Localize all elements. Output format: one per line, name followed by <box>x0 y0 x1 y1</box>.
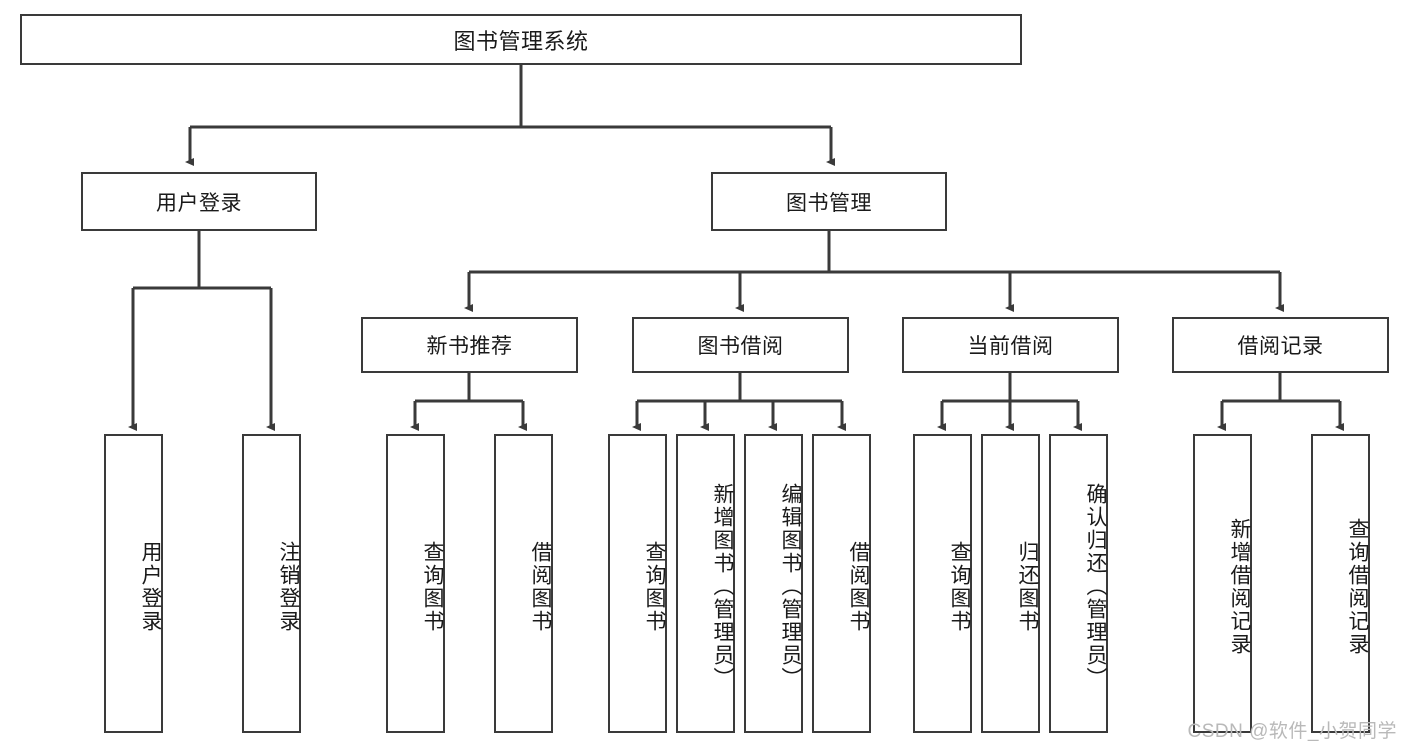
node-label: 查询图书 <box>643 540 666 633</box>
leaf-recommend-borrow-book[interactable]: 借阅图书 <box>494 434 553 733</box>
node-label: 新书推荐 <box>426 335 513 358</box>
leaf-user-login-login[interactable]: 用户登录 <box>104 434 163 733</box>
node-label: 查询借阅记录 <box>1346 517 1369 656</box>
node-new-book-recommend[interactable]: 新书推荐 <box>361 317 578 373</box>
leaf-recommend-query-book[interactable]: 查询图书 <box>386 434 445 733</box>
leaf-current-query-book[interactable]: 查询图书 <box>913 434 972 733</box>
node-label: 编辑图书（管理员） <box>779 483 802 690</box>
node-label: 当前借阅 <box>967 335 1054 358</box>
node-current-borrow[interactable]: 当前借阅 <box>902 317 1119 373</box>
node-label: 用户登录 <box>139 540 162 633</box>
node-user-login[interactable]: 用户登录 <box>81 172 317 231</box>
node-label: 查询图书 <box>948 540 971 633</box>
leaf-current-return-book[interactable]: 归还图书 <box>981 434 1040 733</box>
node-label: 新增借阅记录 <box>1228 517 1251 656</box>
node-label: 图书借阅 <box>697 335 784 358</box>
leaf-user-login-logout[interactable]: 注销登录 <box>242 434 301 733</box>
node-label: 图书管理系统 <box>453 28 589 54</box>
leaf-current-confirm-return-admin[interactable]: 确认归还（管理员） <box>1049 434 1108 733</box>
node-label: 注销登录 <box>277 540 300 633</box>
leaf-record-query-record[interactable]: 查询借阅记录 <box>1311 434 1370 733</box>
watermark-text: CSDN @软件_小贺同学 <box>1187 721 1397 742</box>
node-label: 查询图书 <box>421 540 444 633</box>
node-root-system[interactable]: 图书管理系统 <box>20 14 1022 65</box>
node-label: 新增图书（管理员） <box>711 483 734 690</box>
node-label: 归还图书 <box>1016 540 1039 633</box>
node-label: 确认归还（管理员） <box>1084 483 1107 690</box>
leaf-borrow-query-book[interactable]: 查询图书 <box>608 434 667 733</box>
node-label: 借阅图书 <box>847 540 870 633</box>
leaf-record-add-record[interactable]: 新增借阅记录 <box>1193 434 1252 733</box>
node-book-borrow[interactable]: 图书借阅 <box>632 317 849 373</box>
node-label: 用户登录 <box>156 191 242 215</box>
leaf-borrow-edit-book-admin[interactable]: 编辑图书（管理员） <box>744 434 803 733</box>
node-borrow-record[interactable]: 借阅记录 <box>1172 317 1389 373</box>
leaf-borrow-borrow-book[interactable]: 借阅图书 <box>812 434 871 733</box>
leaf-borrow-add-book-admin[interactable]: 新增图书（管理员） <box>676 434 735 733</box>
node-label: 借阅图书 <box>529 540 552 633</box>
node-book-management[interactable]: 图书管理 <box>711 172 947 231</box>
node-label: 借阅记录 <box>1237 335 1324 358</box>
node-label: 图书管理 <box>786 191 872 215</box>
